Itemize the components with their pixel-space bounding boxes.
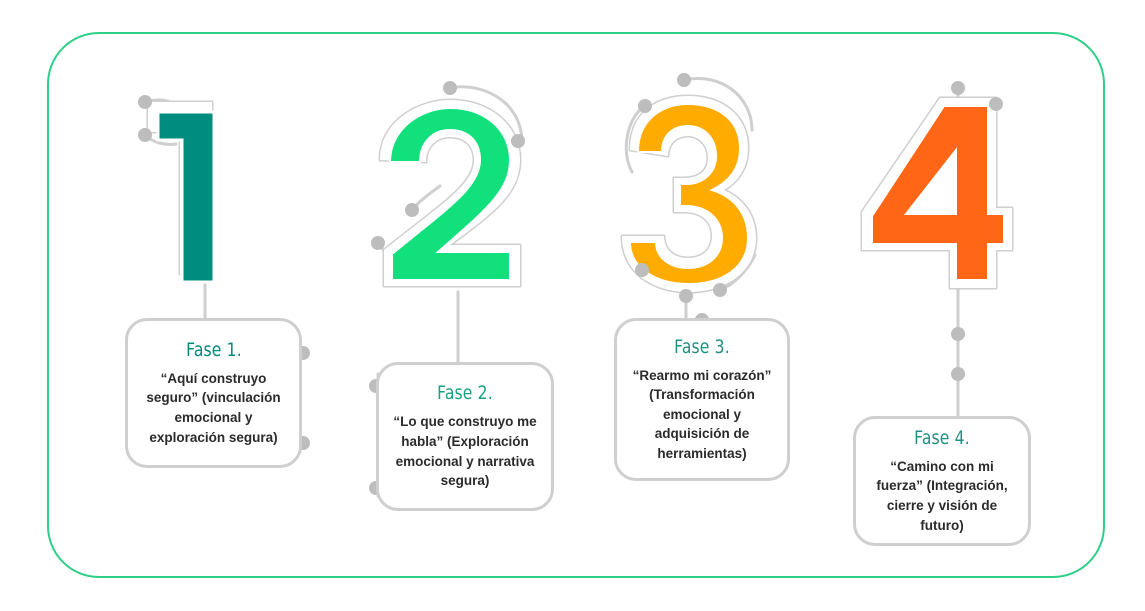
- connector-dot: [371, 236, 385, 250]
- digit-2-shape: [388, 106, 512, 281]
- phase-card-4: Fase 4. “Camino con mi fuerza” (Integrac…: [853, 416, 1031, 546]
- phase-1-description: “Aquí construyo seguro” (vinculación emo…: [146, 370, 281, 445]
- phase-4-description: “Camino con mi fuerza” (Integración, cie…: [876, 458, 1008, 533]
- digit-four: [860, 96, 1014, 290]
- phase-card-2: Fase 2. “Lo que construyo me habla” (Exp…: [376, 362, 554, 511]
- connector-dot: [405, 203, 419, 217]
- digit-3-shape: [628, 102, 750, 286]
- connector-dot: [951, 327, 965, 341]
- phase-card-1: Fase 1. “Aquí construyo seguro” (vincula…: [125, 318, 302, 468]
- phase-2-description: “Lo que construyo me habla” (Exploración…: [393, 414, 537, 489]
- connector-dot: [511, 134, 525, 148]
- phase-3-description: “Rearmo mi corazón” (Transformación emoc…: [632, 367, 772, 461]
- phase-card-3: Fase 3. “Rearmo mi corazón” (Transformac…: [614, 318, 790, 481]
- connector-dot: [677, 73, 691, 87]
- connector-dot: [138, 128, 152, 142]
- connector-dot: [635, 263, 649, 277]
- phase-1-title: Fase 1.: [185, 338, 242, 361]
- connector-line: [682, 77, 754, 132]
- connector-line: [448, 85, 524, 142]
- connector-dot: [713, 283, 727, 297]
- digit-4-shape: [871, 105, 1005, 281]
- digit-two: [378, 98, 522, 288]
- connector-dot: [443, 81, 457, 95]
- phase-2-title: Fase 2.: [437, 382, 493, 405]
- outer-frame: [47, 32, 1105, 578]
- digits: [146, 94, 1014, 294]
- connector-dot: [989, 97, 1003, 111]
- digit-1-shape: [156, 110, 216, 284]
- connector-dots: [138, 73, 1003, 495]
- connector-dot: [679, 289, 693, 303]
- connector-dot: [951, 81, 965, 95]
- connector-dot: [138, 95, 152, 109]
- connector-dot: [638, 99, 652, 113]
- digit-one: [146, 100, 216, 284]
- phase-4-title: Fase 4.: [914, 426, 970, 449]
- connector-dot: [951, 367, 965, 381]
- phase-3-title: Fase 3.: [674, 335, 730, 358]
- digit-three: [620, 94, 758, 294]
